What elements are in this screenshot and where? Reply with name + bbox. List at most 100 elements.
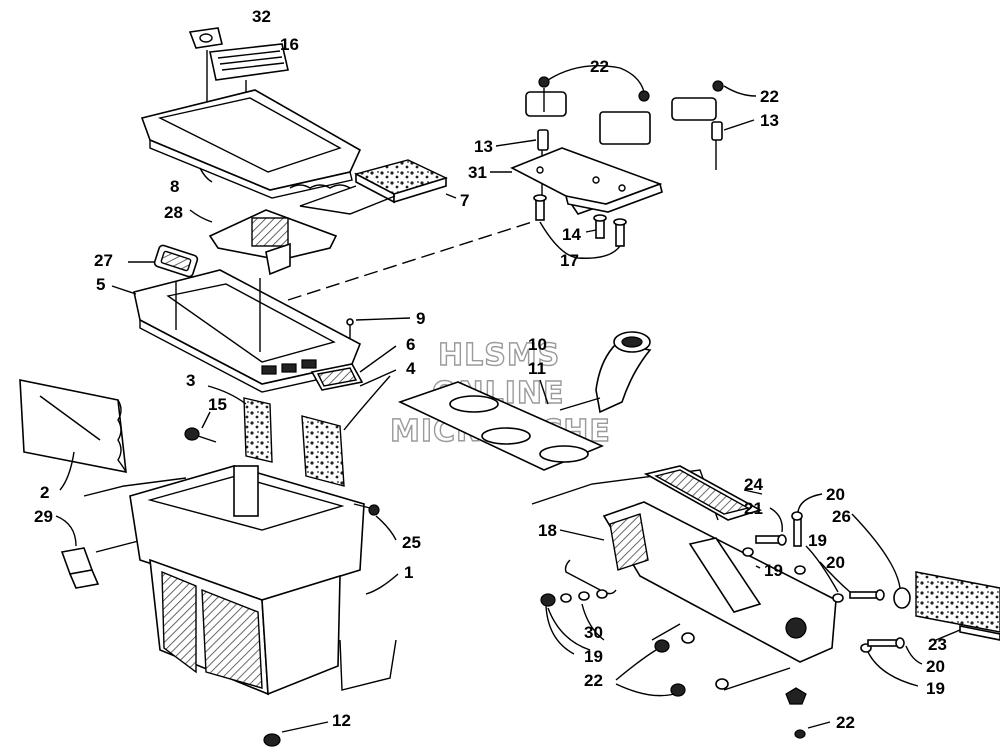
leader-19d: [867, 651, 919, 687]
part-20-bolt-c: [867, 637, 905, 649]
callout-11: 11: [528, 359, 546, 378]
leader-22d: [807, 721, 831, 729]
callout-31: 31: [468, 163, 487, 182]
leader-1: [365, 573, 399, 595]
callout-8: 8: [170, 177, 179, 196]
part-14-bolt: [593, 214, 607, 239]
callout-22-right: 22: [760, 87, 779, 106]
part-20-bolt-a: [791, 511, 803, 547]
callout-15: 15: [208, 395, 227, 414]
part-28-intake-silencer: [208, 209, 338, 276]
leader-29: [55, 515, 77, 547]
leader-15: [201, 411, 211, 429]
callout-14: 14: [562, 225, 581, 244]
callout-28: 28: [164, 203, 183, 222]
callout-13-right: 13: [760, 111, 779, 130]
part-3-seal: [243, 397, 273, 463]
leader-4: [359, 369, 397, 387]
callout-7: 7: [460, 191, 469, 210]
callout-1: 1: [404, 563, 413, 582]
callout-13-left: 13: [474, 137, 493, 156]
link-7: [299, 185, 396, 215]
part-17-bolt-b: [613, 218, 627, 247]
callout-20-c: 20: [926, 657, 945, 676]
callout-labels: 32 16 8 7 28 27 5 9 6 4 3 15 2 29 25 1 1…: [34, 7, 947, 732]
part-23-panel: [915, 571, 1000, 641]
callout-10: 10: [528, 335, 547, 354]
part-25-bolt: [353, 503, 380, 516]
part-16-label: [209, 43, 289, 81]
leader-13a: [495, 139, 537, 147]
callout-24: 24: [744, 475, 763, 494]
leader-2: [59, 451, 75, 491]
part-29-clip: [60, 547, 100, 589]
part-4-seal: [301, 415, 345, 487]
link-nuts: [651, 623, 681, 641]
callout-5: 5: [96, 275, 105, 294]
callout-6: 6: [406, 335, 415, 354]
link-5-31: [287, 221, 533, 301]
part-13-spacer-b: [711, 121, 723, 141]
part-8-airbox-cover: [140, 89, 362, 199]
callout-2: 2: [40, 483, 49, 502]
callout-23: 23: [928, 635, 947, 654]
leader-26: [851, 513, 901, 589]
link-2: [83, 477, 187, 497]
callout-20-a: 20: [826, 485, 845, 504]
callout-16: 16: [280, 35, 299, 54]
watermark-line1: HLSMS: [438, 338, 560, 373]
leader-20c: [905, 645, 923, 665]
leader-14: [585, 229, 597, 233]
callout-22-d: 22: [836, 713, 855, 732]
leader-20b: [819, 561, 851, 593]
callout-25: 25: [402, 533, 421, 552]
callout-22-top: 22: [590, 57, 609, 76]
leader-9: [355, 317, 411, 321]
part-22-solenoid-b: [599, 90, 651, 145]
leader-17: [539, 221, 621, 259]
leader-23: [935, 629, 961, 641]
leader-30: [581, 603, 605, 641]
leader-3: [207, 385, 247, 405]
part-5-airbox-top: [133, 269, 362, 393]
callout-3: 3: [186, 371, 195, 390]
callout-32: 32: [252, 7, 271, 26]
part-6-boot: [310, 363, 364, 391]
leader-12: [281, 721, 329, 733]
leader-22c-a: [547, 607, 591, 651]
leader-20a: [797, 493, 823, 513]
part-13-spacer-a: [537, 129, 549, 151]
part-10-11-intake-elbow-plate: [397, 331, 652, 471]
leader-22c-c: [615, 683, 675, 697]
leader-19c: [545, 605, 575, 655]
callout-26: 26: [832, 507, 851, 526]
callout-20-b: 20: [826, 553, 845, 572]
leader-7: [445, 193, 457, 199]
callout-4: 4: [406, 359, 416, 378]
part-22-solenoid-c: [671, 80, 724, 121]
callout-27: 27: [94, 251, 113, 270]
part-9-screw: [346, 318, 354, 338]
part-27-gasket: [153, 244, 199, 278]
leader-5: [111, 285, 137, 295]
leader-25: [375, 515, 397, 541]
part-31-mounting-bracket: [510, 147, 663, 215]
link-1: [339, 639, 397, 691]
leader-11: [539, 379, 549, 405]
part-32-decal: [188, 27, 223, 49]
callout-12: 12: [332, 711, 351, 730]
callout-9: 9: [416, 309, 425, 328]
link-nuts-2: [723, 667, 791, 691]
leader-6: [359, 345, 397, 373]
part-12-foot: [263, 733, 281, 747]
part-17-bolt-a: [533, 194, 547, 221]
callout-19-b: 19: [808, 531, 827, 550]
part-26-plug: [893, 587, 911, 609]
callout-22-c: 22: [584, 671, 603, 690]
part-7-filter: [354, 159, 448, 204]
leader-13b: [723, 119, 755, 131]
leader-19a: [755, 565, 761, 569]
leader-22a: [547, 65, 645, 93]
callout-21: 21: [744, 499, 763, 518]
